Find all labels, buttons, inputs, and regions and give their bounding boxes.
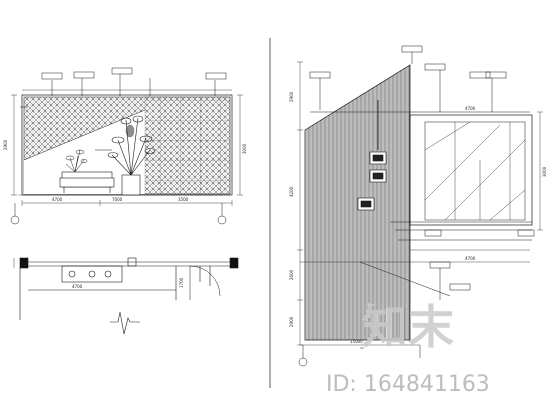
plan-column-left: [19, 257, 29, 269]
right-dim-left-3: 2600: [289, 269, 294, 280]
dim-right-side: 3000: [242, 143, 247, 154]
large-plant: [107, 115, 156, 196]
dim-left-bottom-1: 4700: [52, 197, 63, 202]
watermark-logo-underline: [360, 347, 364, 349]
right-dim-bottom-1: 4700: [465, 256, 476, 261]
left-tags: [20, 67, 227, 151]
left-dimensions: [11, 89, 243, 206]
left-elevation: [10, 67, 243, 225]
watermark-id: ID: 164841163: [326, 372, 490, 397]
right-axis-markers: [298, 345, 421, 367]
plan-dim-1: 4700: [72, 284, 83, 289]
right-dimensions: [297, 61, 543, 346]
watermark-logo: 知末: [362, 300, 454, 354]
pendant-lamp: [357, 100, 387, 211]
slat-screen: [304, 64, 411, 341]
right-dim-top: 4700: [465, 106, 476, 111]
watermark: 知末 ID: 164841163: [326, 300, 490, 397]
dim-left-bottom-2: 7000: [112, 197, 123, 202]
dim-left-bottom-3: 3500: [178, 197, 189, 202]
left-axis-markers: [10, 203, 227, 225]
right-tags: [309, 45, 535, 300]
sofa: [59, 171, 115, 193]
right-glass-panel: [424, 121, 526, 221]
plan-break-line: [110, 311, 140, 335]
right-dim-bottom-2: 15000: [350, 339, 363, 344]
plan-dim-labels: 4700 1700: [72, 277, 184, 289]
right-wall-outline: [409, 114, 533, 226]
light-wedge: [24, 110, 145, 194]
small-plant: [65, 149, 88, 173]
right-dim-labels: 4700 2900 4200 2600 2900 3000 4700 15000: [289, 91, 547, 344]
plan-sofa: [61, 265, 123, 283]
dim-left-side: 2900: [3, 139, 8, 150]
right-dim-left-4: 2900: [289, 316, 294, 327]
plan-view: [13, 257, 239, 335]
plan-dim-2: 1700: [179, 277, 184, 288]
right-dim-right: 3000: [542, 166, 547, 177]
plan-door-swing: [189, 265, 221, 300]
grid-panel: [144, 96, 231, 195]
right-dim-left-2: 4200: [289, 186, 294, 197]
left-dim-labels: 4700 7000 3500 2900 3000: [3, 139, 247, 202]
right-elevation: [297, 45, 543, 367]
plan-column-right: [229, 257, 239, 269]
right-dim-left-1: 2900: [289, 91, 294, 102]
